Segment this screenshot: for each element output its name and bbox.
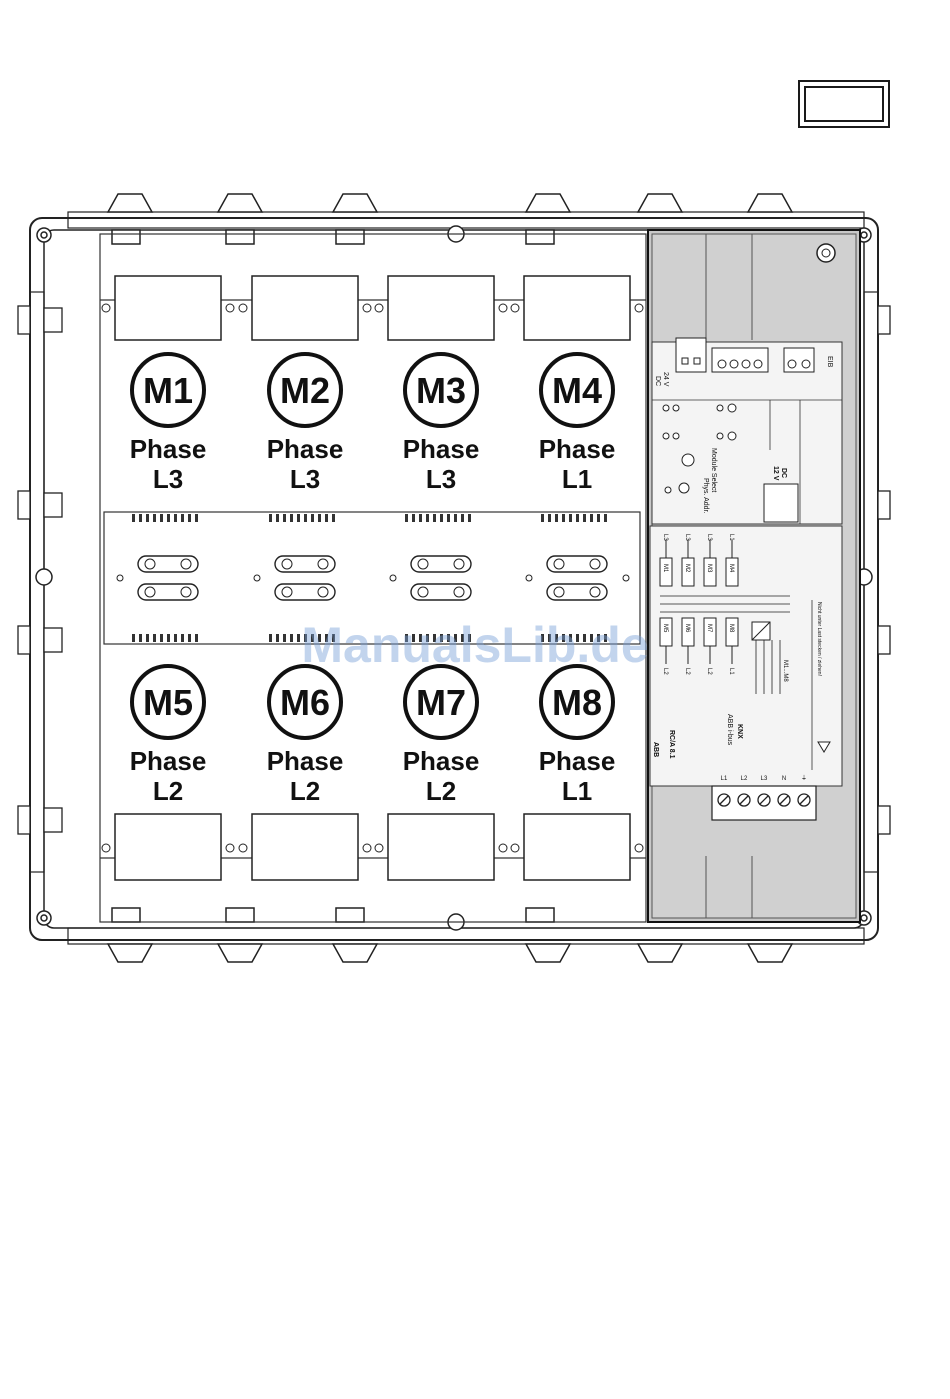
phase-word: Phase <box>130 746 207 776</box>
phase-value: L2 <box>426 776 456 806</box>
module-id: M2 <box>280 370 330 411</box>
module-select-label: Module Select <box>710 448 717 492</box>
module-id: M4 <box>552 370 602 411</box>
supply-24v-label: 24 V <box>662 372 669 387</box>
schema-top-phase: L1 <box>728 534 734 541</box>
schema-top-label: M1 <box>662 564 668 573</box>
module-id: M3 <box>416 370 466 411</box>
phase-word: Phase <box>403 746 480 776</box>
model-label: RC/A 8.1 <box>668 730 675 759</box>
module-id: M8 <box>552 682 602 723</box>
phase-word: Phase <box>539 746 616 776</box>
brand-label: ABB <box>652 742 659 757</box>
warning-label: Nicht unter Last stecken / ziehen! <box>816 602 822 676</box>
phase-value: L3 <box>426 464 456 494</box>
eib-label: EIB <box>826 356 833 368</box>
phase-value: L1 <box>562 464 592 494</box>
phys-addr-label: Phys. Addr. <box>702 478 709 513</box>
terminal-label: L2 <box>741 776 748 782</box>
schema-bottom-phase: L2 <box>684 668 690 675</box>
schema-bottom-phase: L2 <box>662 668 668 675</box>
schema-top-label: M2 <box>684 564 690 573</box>
controller-device: 24 V DC EIB Phys. Addr. Module Select 12… <box>648 230 860 922</box>
schema-bottom-label: M8 <box>728 624 734 633</box>
terminal-label: ⏚ <box>801 775 807 782</box>
schema-bottom-label: M7 <box>706 624 712 633</box>
terminal-label: N <box>782 776 786 782</box>
schema-top-label: M4 <box>728 564 734 573</box>
schema-bottom-label: M6 <box>684 624 690 633</box>
phase-word: Phase <box>403 434 480 464</box>
module-id: M6 <box>280 682 330 723</box>
phase-word: Phase <box>539 434 616 464</box>
enclosure-diagram: M1PhaseL3M2PhaseL3M3PhaseL3M4PhaseL1M5Ph… <box>0 0 950 1000</box>
schema-bottom-phase: L2 <box>706 668 712 675</box>
phase-word: Phase <box>267 746 344 776</box>
phase-value: L2 <box>153 776 183 806</box>
m-range-label: M1...M8 <box>782 660 788 682</box>
phase-value: L3 <box>153 464 183 494</box>
supply-12v-label: 12 V <box>772 466 779 481</box>
terminal-label: L3 <box>761 776 768 782</box>
bus-name-label: ABB i-bus <box>726 714 733 746</box>
module-id: M5 <box>143 682 193 723</box>
supply-dc-label: DC <box>654 376 661 386</box>
schema-top-phase: L3 <box>662 534 668 541</box>
supply-12v-dc-label: DC <box>780 468 787 478</box>
phase-value: L2 <box>290 776 320 806</box>
phase-word: Phase <box>267 434 344 464</box>
knx-label: KNX <box>736 724 743 739</box>
schema-top-label: M3 <box>706 564 712 573</box>
schema-bottom-phase: L1 <box>728 668 734 675</box>
schema-top-phase: L3 <box>706 534 712 541</box>
schema-top-phase: L3 <box>684 534 690 541</box>
center-rail <box>104 512 640 644</box>
phase-value: L1 <box>562 776 592 806</box>
phase-word: Phase <box>130 434 207 464</box>
module-id: M7 <box>416 682 466 723</box>
phase-value: L3 <box>290 464 320 494</box>
schema-bottom-label: M5 <box>662 624 668 633</box>
terminal-label: L1 <box>721 776 728 782</box>
module-id: M1 <box>143 370 193 411</box>
